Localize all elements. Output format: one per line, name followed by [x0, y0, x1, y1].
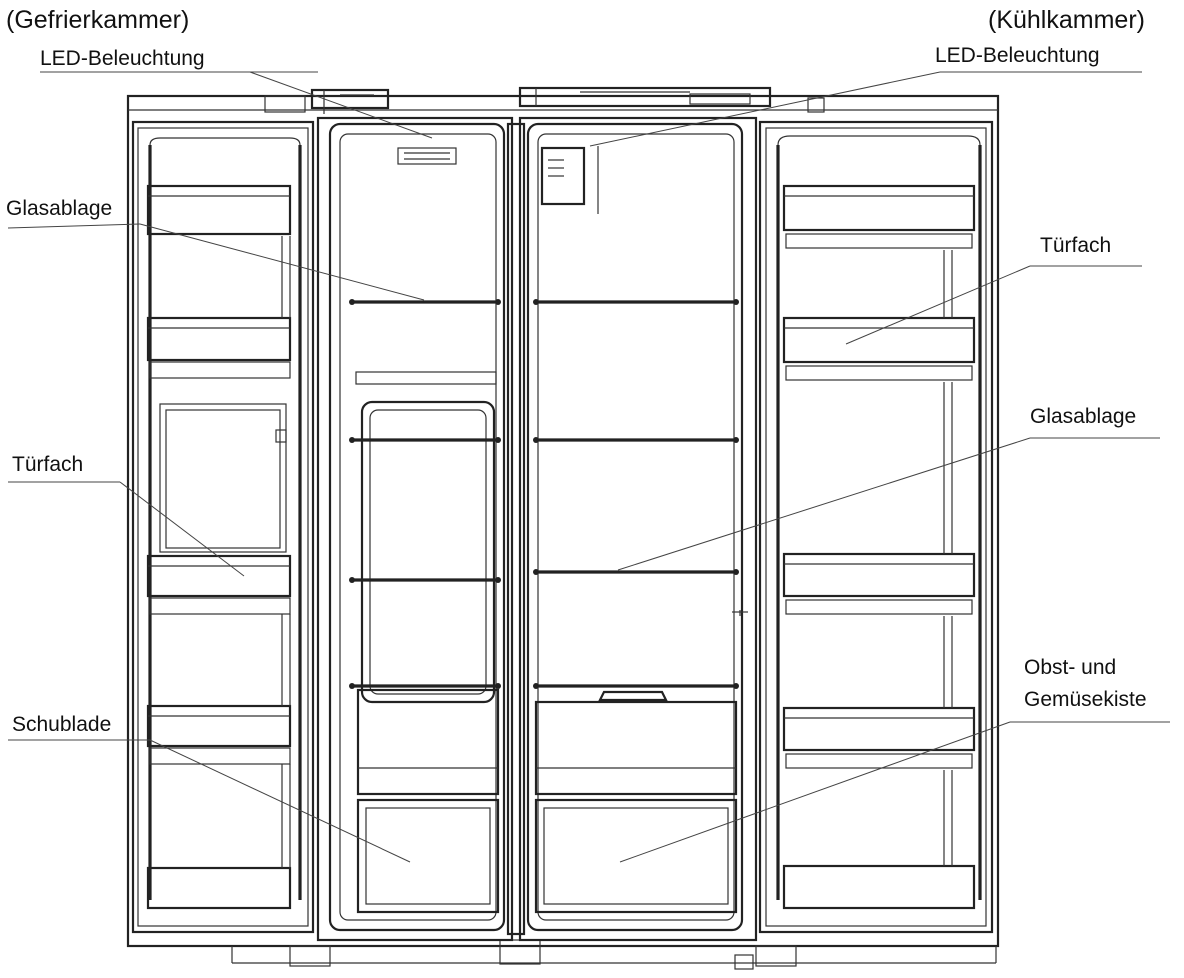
- leader-door-bin-left-diag: [119, 481, 245, 577]
- label-glass-shelf-right: Glasablage: [1030, 405, 1137, 428]
- label-door-bin-right: Türfach: [1040, 234, 1112, 257]
- leader-drawer-diag: [149, 739, 411, 863]
- fridge-header: (Kühlkammer): [988, 6, 1145, 34]
- leader-door-bin-right-diag: [845, 265, 1031, 345]
- label-crisper-line2: Gemüsekiste: [1024, 688, 1147, 711]
- label-led-right: LED-Beleuchtung: [935, 44, 1100, 67]
- label-crisper-line1: Obst- und: [1024, 656, 1117, 679]
- led-housings: [264, 86, 825, 114]
- leader-glass-left: [7, 223, 141, 229]
- label-door-bin-left: Türfach: [12, 453, 84, 476]
- leader-glass-left-diag: [139, 223, 425, 301]
- fridge-door: [758, 120, 994, 934]
- cabinet-outline: [126, 94, 1000, 970]
- label-drawer: Schublade: [12, 713, 112, 736]
- label-led-left: LED-Beleuchtung: [40, 47, 205, 70]
- label-glass-shelf-left: Glasablage: [6, 197, 113, 220]
- leader-lines: [7, 71, 1170, 863]
- freezer-header: (Gefrierkammer): [6, 6, 190, 34]
- freezer-door: [131, 120, 315, 934]
- leader-glass-right-diag: [617, 437, 1031, 571]
- leader-crisper-diag: [619, 721, 1011, 863]
- freezer-compartment: [316, 116, 526, 942]
- leader-led-right-diag: [589, 71, 941, 147]
- fridge-compartment: [518, 116, 758, 942]
- leader-led-left-diag: [249, 71, 433, 139]
